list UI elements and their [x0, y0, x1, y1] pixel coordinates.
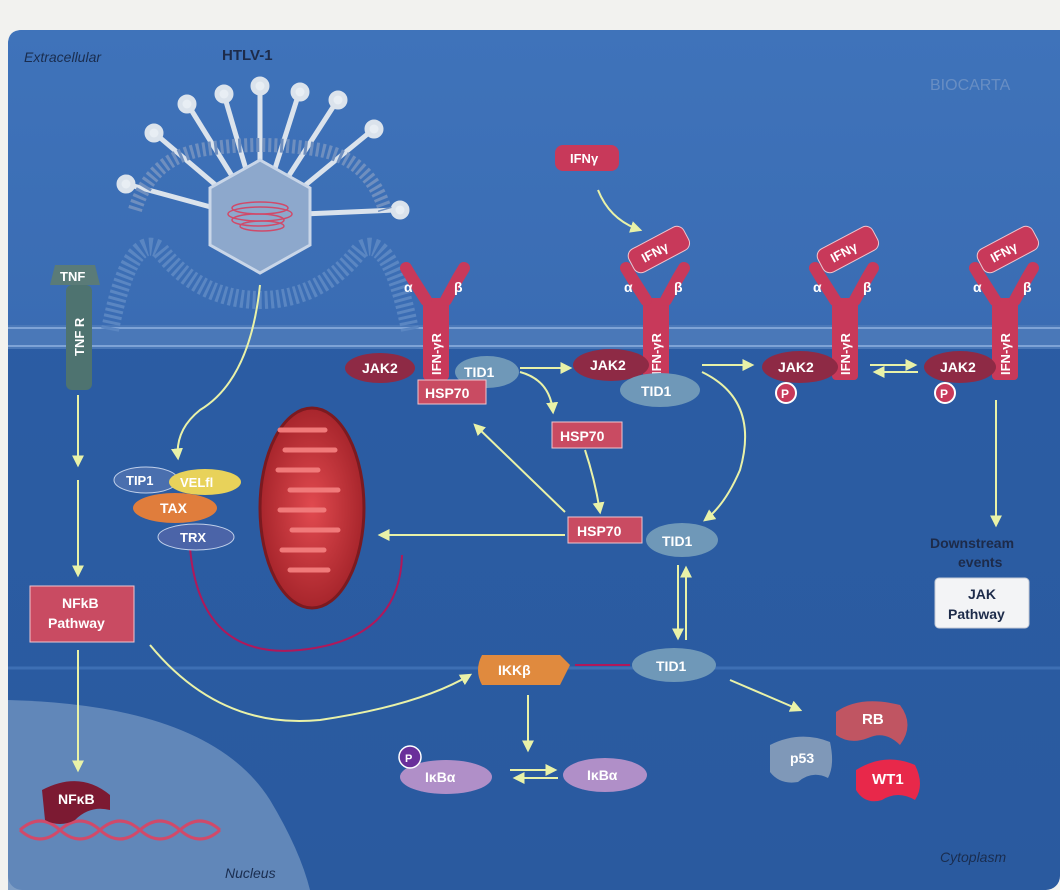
jak2-4: JAK2 [940, 359, 976, 375]
tax-label: TAX [160, 500, 188, 516]
watermark: BIOCARTA [930, 77, 1011, 94]
wt1: WT1 [856, 760, 920, 802]
nucleus-label: Nucleus [225, 865, 276, 881]
beta-label: β [454, 279, 463, 295]
ifng-free: IFNγ [555, 145, 619, 171]
tnf-r-label: TNF R [72, 317, 87, 356]
extracellular-space [8, 30, 1060, 335]
ikba-free: IκBα [563, 758, 647, 792]
svg-text:WT1: WT1 [872, 771, 904, 788]
jak2-3: JAK2 [778, 359, 814, 375]
svg-text:HSP70: HSP70 [560, 428, 605, 444]
extracellular-label: Extracellular [24, 49, 102, 65]
tip1-label: TIP1 [126, 473, 153, 488]
svg-text:NFkB: NFkB [62, 595, 99, 611]
hsp70-1: HSP70 [425, 385, 470, 401]
jak2-1: JAK2 [362, 360, 398, 376]
mitochondrion [260, 408, 364, 608]
tid1-2: TID1 [641, 383, 672, 399]
svg-text:IKKβ: IKKβ [498, 662, 531, 678]
svg-text:Pathway: Pathway [48, 615, 105, 631]
p53: p53 [770, 737, 832, 783]
ifngr-label: IFN-γR [429, 333, 444, 376]
svg-text:Pathway: Pathway [948, 606, 1005, 622]
svg-text:JAK: JAK [968, 586, 996, 602]
downstream-label-2: events [958, 554, 1003, 570]
trx-label: TRX [180, 530, 206, 545]
svg-text:IκBα: IκBα [587, 767, 618, 783]
tnf-label: TNF [60, 269, 85, 284]
svg-text:p53: p53 [790, 750, 814, 766]
ifngr-label: IFN-γR [649, 333, 664, 376]
alpha-label: α [404, 279, 413, 295]
alpha-label: α [973, 279, 982, 295]
tid1-1: TID1 [464, 364, 495, 380]
svg-text:P: P [405, 753, 412, 765]
hsp70-complex-label: HSP70 [577, 523, 622, 539]
ifngr-label: IFN-γR [838, 333, 853, 376]
svg-text:RB: RB [862, 711, 884, 728]
svg-text:TID1: TID1 [656, 658, 687, 674]
beta-label: β [863, 279, 872, 295]
hsp70-released: HSP70 [552, 422, 622, 448]
phospho-3: P [781, 387, 789, 401]
cytoplasm-label: Cytoplasm [940, 849, 1006, 865]
tid1-complex-label: TID1 [662, 533, 693, 549]
nfkb-label: NFκB [58, 791, 95, 807]
ifngr-label: IFN-γR [998, 333, 1013, 376]
tid1-lower: TID1 [632, 648, 716, 682]
ikkb: IKKβ [478, 655, 570, 685]
jak2-2: JAK2 [590, 357, 626, 373]
jak-pathway-box: JAK Pathway [935, 578, 1029, 628]
beta-label: β [1023, 279, 1032, 295]
alpha-label: α [813, 279, 822, 295]
plasma-membrane [8, 325, 1060, 349]
downstream-label-1: Downstream [930, 535, 1014, 551]
velfl-label: VELfl [180, 475, 213, 490]
svg-text:IFNγ: IFNγ [570, 151, 599, 166]
beta-label: β [674, 279, 683, 295]
alpha-label: α [624, 279, 633, 295]
htlv1-label: HTLV-1 [222, 47, 273, 64]
phospho-4: P [940, 387, 948, 401]
svg-text:IκBα: IκBα [425, 769, 456, 785]
nfkb-pathway-box: NFkB Pathway [30, 586, 134, 642]
